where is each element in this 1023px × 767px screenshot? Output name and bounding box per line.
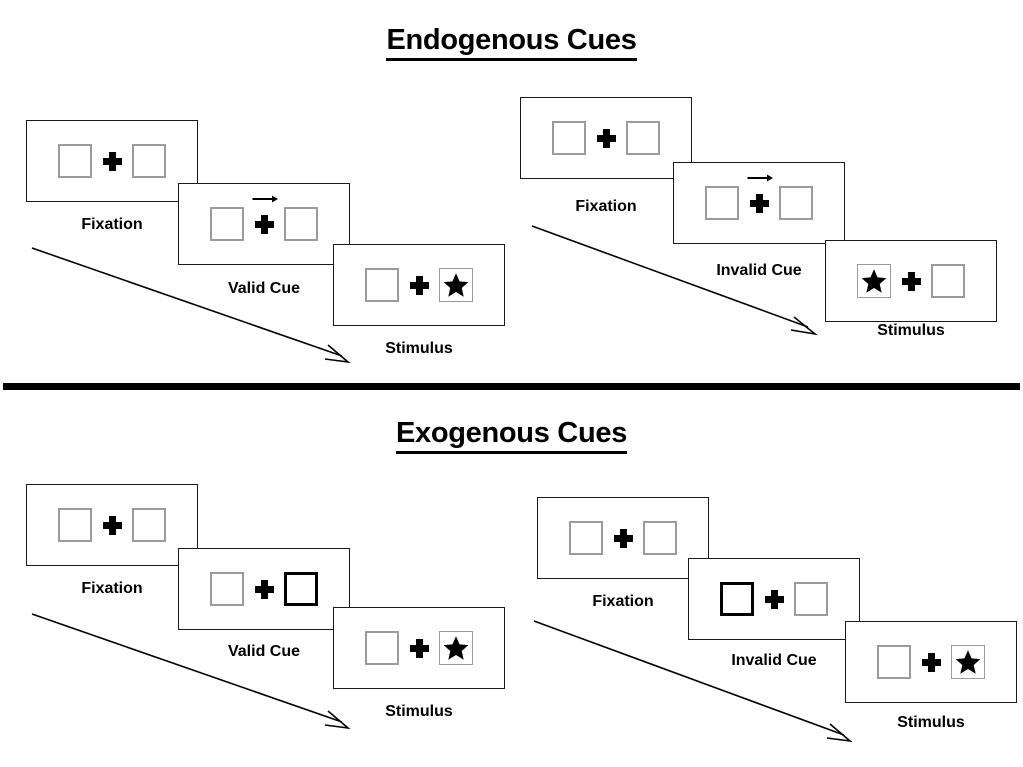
panel-exogenous-valid-cue[interactable] — [178, 548, 350, 630]
fixation-cross-icon — [244, 195, 284, 241]
left-placeholder-box — [552, 121, 586, 155]
fixation-cross-icon — [911, 645, 951, 679]
caption-endogenous-valid-cue: Valid Cue — [227, 280, 301, 297]
caption-endogenous-invalid-cue: Invalid Cue — [716, 262, 802, 279]
panel-endogenous-valid-fixation[interactable] — [26, 120, 198, 202]
right-placeholder-box — [643, 521, 677, 555]
left-placeholder-box — [569, 521, 603, 555]
section-divider — [3, 383, 1020, 390]
left-placeholder-box — [365, 268, 399, 302]
caption-exogenous-valid-cue: Valid Cue — [227, 643, 301, 660]
fixation-cross-icon — [92, 144, 132, 178]
right-placeholder-box — [284, 207, 318, 241]
panel-content — [552, 121, 660, 155]
panel-content — [720, 582, 828, 616]
caption-exogenous-valid-stimulus: Stimulus — [385, 703, 453, 720]
panel-content — [857, 264, 965, 298]
right-cued-box — [284, 572, 318, 606]
panel-content — [58, 508, 166, 542]
arrow-right-cue-icon — [252, 195, 278, 203]
panel-endogenous-valid-cue[interactable] — [178, 183, 350, 265]
panel-exogenous-invalid-cue[interactable] — [688, 558, 860, 640]
right-target-box — [439, 631, 473, 665]
panel-content — [210, 572, 318, 606]
left-target-box — [857, 264, 891, 298]
left-placeholder-box — [210, 572, 244, 606]
right-placeholder-box — [626, 121, 660, 155]
left-placeholder-box — [877, 645, 911, 679]
left-placeholder-box — [365, 631, 399, 665]
panel-content — [365, 631, 473, 665]
right-target-box — [439, 268, 473, 302]
panel-content — [877, 645, 985, 679]
fixation-cross-icon — [92, 508, 132, 542]
panel-endogenous-invalid-fixation[interactable] — [520, 97, 692, 179]
caption-exogenous-invalid-fixation: Fixation — [592, 593, 654, 610]
panel-exogenous-valid-stimulus[interactable] — [333, 607, 505, 689]
section-title-exogenous-text: Exogenous Cues — [395, 417, 627, 454]
left-placeholder-box — [58, 508, 92, 542]
caption-endogenous-valid-stimulus: Stimulus — [385, 340, 453, 357]
fixation-cross-icon — [399, 631, 439, 665]
section-title-endogenous: Endogenous Cues — [0, 24, 1023, 61]
fixation-cross-icon — [754, 582, 794, 616]
star-target-icon — [443, 636, 469, 660]
star-target-icon — [861, 269, 887, 293]
panel-endogenous-valid-stimulus[interactable] — [333, 244, 505, 326]
panel-endogenous-invalid-cue[interactable] — [673, 162, 845, 244]
caption-exogenous-invalid-cue: Invalid Cue — [731, 652, 817, 669]
caption-exogenous-invalid-stimulus: Stimulus — [897, 714, 965, 731]
fixation-cross-icon — [603, 521, 643, 555]
star-target-icon — [443, 273, 469, 297]
panel-content — [210, 195, 318, 241]
panel-content — [58, 144, 166, 178]
caption-endogenous-invalid-fixation: Fixation — [575, 198, 637, 215]
panel-endogenous-invalid-stimulus[interactable] — [825, 240, 997, 322]
panel-exogenous-valid-fixation[interactable] — [26, 484, 198, 566]
fixation-cross-icon — [399, 268, 439, 302]
panel-exogenous-invalid-fixation[interactable] — [537, 497, 709, 579]
left-placeholder-box — [58, 144, 92, 178]
panel-content — [365, 268, 473, 302]
section-title-exogenous: Exogenous Cues — [0, 417, 1023, 454]
right-placeholder-box — [132, 144, 166, 178]
right-placeholder-box — [779, 186, 813, 220]
section-title-endogenous-text: Endogenous Cues — [386, 24, 637, 61]
fixation-cross-icon — [891, 264, 931, 298]
caption-endogenous-invalid-stimulus: Stimulus — [877, 322, 945, 339]
panel-content — [705, 174, 813, 220]
star-target-icon — [955, 650, 981, 674]
right-placeholder-box — [931, 264, 965, 298]
arrow-right-cue-icon — [747, 174, 773, 182]
fixation-cross-icon — [586, 121, 626, 155]
panel-content — [569, 521, 677, 555]
caption-endogenous-valid-fixation: Fixation — [81, 216, 143, 233]
left-placeholder-box — [210, 207, 244, 241]
panel-exogenous-invalid-stimulus[interactable] — [845, 621, 1017, 703]
fixation-cross-icon — [244, 572, 284, 606]
caption-exogenous-valid-fixation: Fixation — [81, 580, 143, 597]
right-placeholder-box — [132, 508, 166, 542]
right-target-box — [951, 645, 985, 679]
fixation-cross-icon — [739, 174, 779, 220]
right-placeholder-box — [794, 582, 828, 616]
left-placeholder-box — [705, 186, 739, 220]
left-cued-box — [720, 582, 754, 616]
